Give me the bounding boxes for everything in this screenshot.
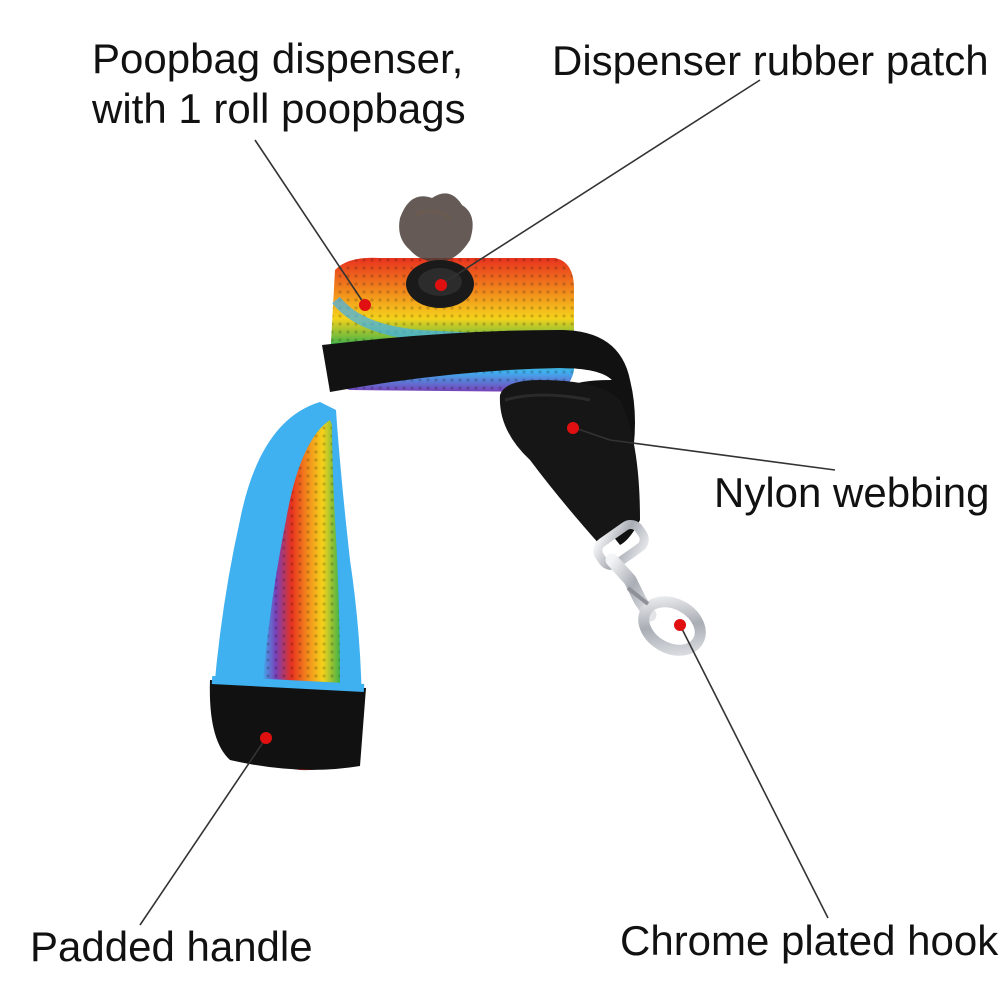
- leader-line-dispenser: [254, 139, 366, 306]
- marker-patch: [435, 279, 447, 291]
- nylon-webbing: [322, 330, 640, 545]
- callout-nylon-webbing: Nylon webbing: [714, 469, 990, 516]
- leader-line-patch: [441, 79, 761, 285]
- callout-poopbag-dispenser: Poopbag dispenser, with 1 roll poopbags: [92, 34, 466, 134]
- padded-handle: [209, 402, 366, 771]
- leader-line-webbing: [574, 427, 836, 471]
- marker-webbing: [567, 422, 579, 434]
- marker-dispenser: [359, 299, 371, 311]
- leader-line-handle: [139, 737, 267, 926]
- leader-lines: [139, 79, 836, 926]
- markers: [260, 279, 686, 744]
- leader-line-hook: [679, 624, 829, 919]
- marker-handle: [260, 732, 272, 744]
- callout-padded-handle: Padded handle: [30, 923, 313, 970]
- callout-chrome-hook: Chrome plated hook: [620, 917, 999, 964]
- marker-hook: [674, 619, 686, 631]
- chrome-hook: [593, 520, 706, 656]
- callout-dispenser-line1: Poopbag dispenser,: [92, 35, 464, 82]
- callout-dispenser-line2: with 1 roll poopbags: [92, 85, 466, 132]
- callout-rubber-patch: Dispenser rubber patch: [552, 37, 989, 84]
- poop-bag-roll: [399, 193, 473, 262]
